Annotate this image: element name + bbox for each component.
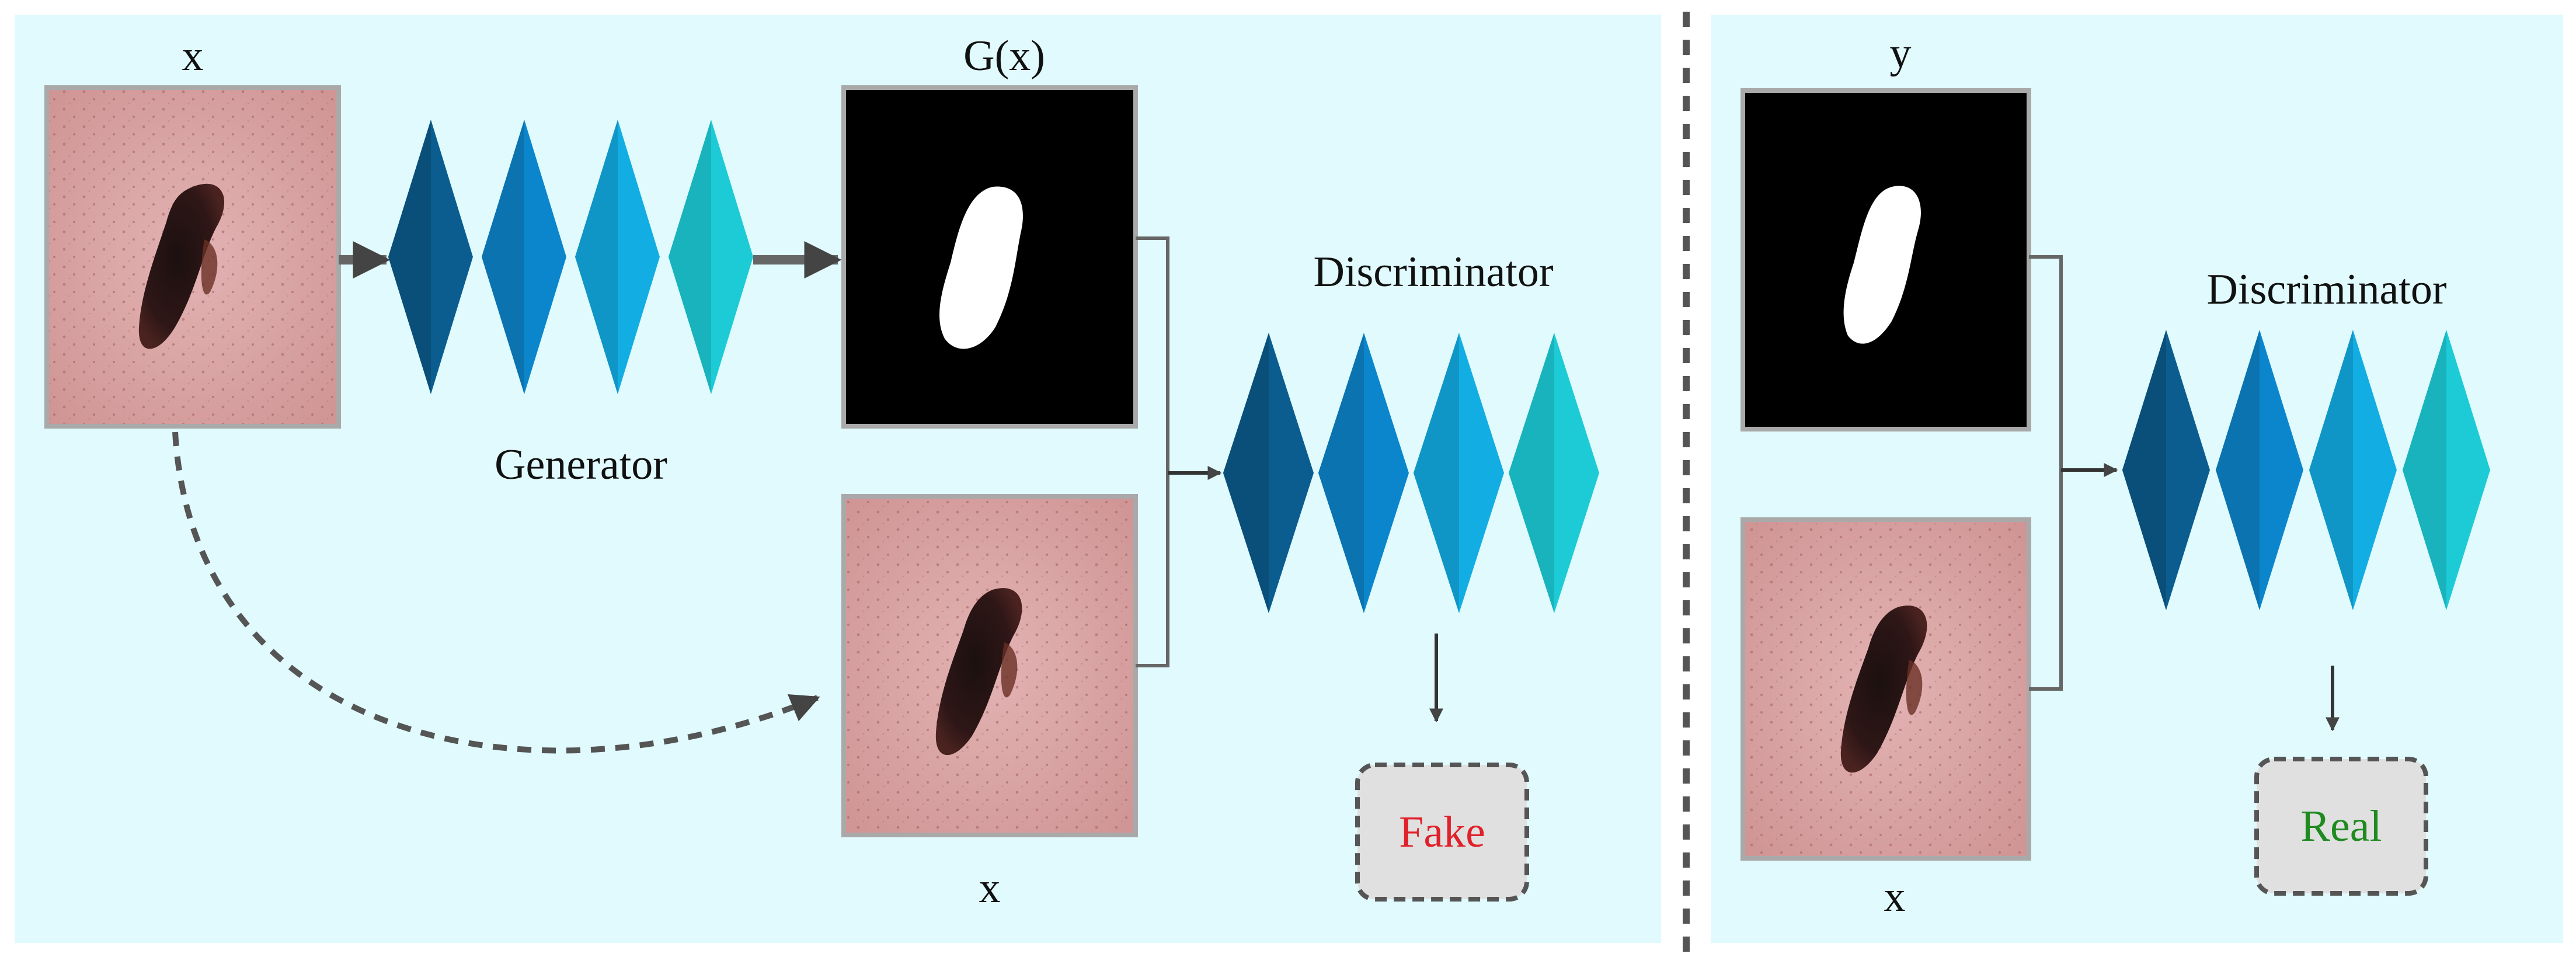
right-input-label: x — [1884, 873, 1906, 921]
discriminator-block-stack-right — [2122, 330, 2490, 610]
right-input-skin-image — [1740, 517, 2031, 861]
ground-truth-label: y — [1890, 29, 1912, 77]
generator-label: Generator — [495, 441, 667, 489]
generator-output-label: G(x) — [963, 32, 1045, 80]
generated-mask-image — [841, 85, 1138, 429]
real-result-box — [2254, 757, 2428, 896]
input-skin-image-copy — [841, 494, 1138, 837]
discriminator-label-right: Discriminator — [2206, 266, 2446, 314]
discriminator-block-stack-left — [1223, 333, 1599, 613]
merge-connector-right — [2029, 255, 2063, 691]
input-label-top: x — [182, 32, 204, 80]
input-label-bottom: x — [979, 864, 1001, 912]
fake-result-box — [1355, 763, 1529, 902]
real-result-label: Real — [2300, 802, 2382, 851]
dashed-skip-arrow — [172, 431, 820, 754]
merge-connector-left — [1136, 236, 1169, 667]
ground-truth-mask-image — [1740, 88, 2031, 431]
fake-result-label: Fake — [1399, 808, 1485, 857]
input-skin-image — [44, 85, 341, 429]
discriminator-label-left: Discriminator — [1313, 248, 1553, 296]
generator-block-stack — [388, 120, 753, 394]
